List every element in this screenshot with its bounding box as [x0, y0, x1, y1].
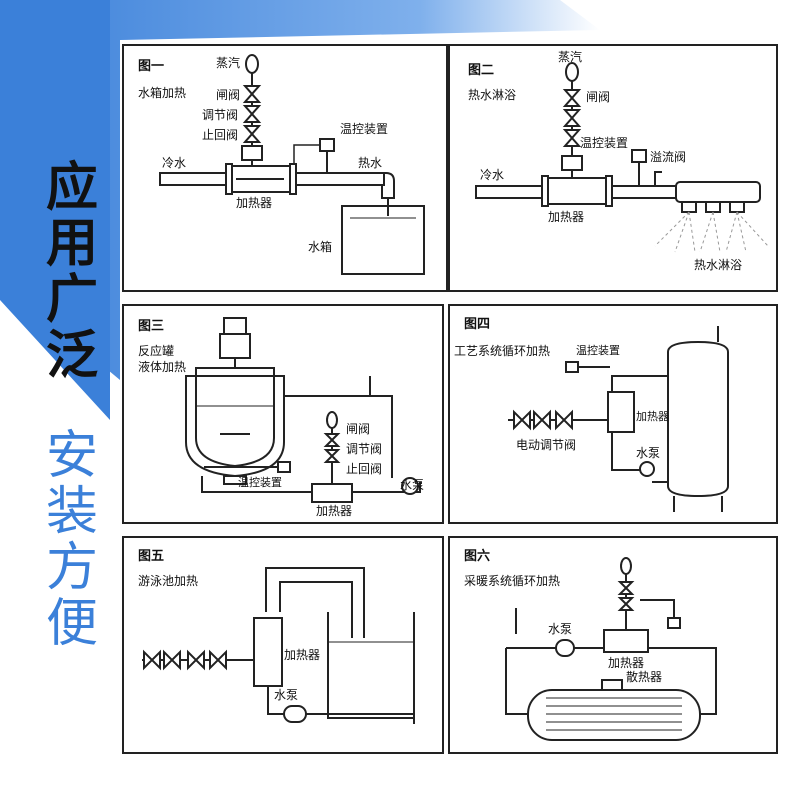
label-steam: 蒸汽	[558, 50, 583, 64]
figure-number: 图四	[464, 317, 491, 332]
label-pump: 水泵	[400, 478, 425, 492]
label-water-tank: 水箱	[308, 240, 333, 254]
figure-number: 图二	[468, 63, 495, 78]
label-heater: 加热器	[236, 196, 273, 210]
diagram-fig3	[185, 317, 421, 503]
label-pump: 水泵	[274, 688, 299, 702]
figure-title: 采暖系统循环加热	[464, 574, 561, 588]
label-temp-control: 温控装置	[238, 476, 282, 489]
label-regulating-valve: 调节阀	[346, 442, 383, 456]
panel-fig5-pool-heating: 图五 游泳池加热 加热器 水泵	[122, 536, 444, 754]
label-overflow-valve: 溢流阀	[650, 150, 687, 164]
label-cold-water: 冷水	[480, 168, 505, 182]
label-pump: 水泵	[636, 446, 661, 460]
label-heater: 加热器	[284, 648, 321, 662]
label-temp-control: 温控装置	[576, 344, 620, 357]
label-radiator: 散热器	[626, 670, 663, 684]
diagram-fig6	[505, 557, 717, 741]
figure-subtitle: 液体加热	[138, 360, 187, 374]
diagram-fig4	[508, 326, 729, 512]
label-heater: 加热器	[608, 656, 645, 670]
figure-title: 热水淋浴	[468, 88, 517, 102]
label-temp-control: 温控装置	[580, 136, 629, 150]
diagram-fig5	[142, 567, 415, 724]
panel-fig3-reactor-heating: 图三 反应罐 液体加热 闸阀 调节阀 止回阀 温控装置 水泵 加热器	[122, 304, 444, 524]
label-heater: 加热器	[548, 210, 585, 224]
panel-fig6-heating-circulation: 图六 采暖系统循环加热 水泵 加热器 散热器	[448, 536, 778, 754]
panel-fig4-process-circulation: 图四 工艺系统循环加热 温控装置 加热器 电动调节阀 水泵	[448, 304, 778, 524]
label-regulating-valve: 调节阀	[202, 108, 239, 122]
diagram-fig2	[475, 62, 769, 253]
label-steam: 蒸汽	[216, 56, 241, 70]
panel-fig2-hot-shower: 图二 热水淋浴 蒸汽 闸阀 温控装置 溢流阀 冷水 加热器 热水淋浴	[448, 44, 778, 292]
label-check-valve: 止回阀	[346, 462, 383, 476]
label-hot-shower: 热水淋浴	[694, 258, 743, 272]
figure-title: 工艺系统循环加热	[454, 344, 551, 358]
label-hot-water: 热水	[358, 156, 383, 170]
figure-title: 水箱加热	[138, 86, 187, 100]
slogan-easy-install: 安 装 方 便	[45, 426, 98, 654]
figure-number: 图三	[138, 319, 165, 334]
label-gate-valve: 闸阀	[216, 88, 241, 102]
label-cold-water: 冷水	[162, 156, 187, 170]
slogan-wide-application: 应 用 广 泛	[45, 158, 98, 386]
label-gate-valve: 闸阀	[586, 90, 611, 104]
figure-number: 图一	[138, 59, 165, 74]
figure-title: 反应罐	[138, 344, 175, 358]
label-temp-control: 温控装置	[340, 122, 389, 136]
figure-number: 图五	[138, 549, 165, 564]
diagram-fig1	[159, 54, 425, 275]
label-heater: 加热器	[316, 504, 353, 518]
figure-number: 图六	[464, 549, 491, 564]
label-heater: 加热器	[636, 410, 669, 423]
figure-title: 游泳池加热	[138, 574, 199, 588]
label-electric-valve: 电动调节阀	[516, 438, 577, 452]
label-gate-valve: 闸阀	[346, 422, 371, 436]
panel-fig1-tank-heating: 图一 水箱加热 蒸汽 闸阀 调节阀 止回阀 温控装置 冷水 热水 加热器 水箱	[122, 44, 448, 292]
label-check-valve: 止回阀	[202, 128, 239, 142]
label-pump: 水泵	[548, 622, 573, 636]
